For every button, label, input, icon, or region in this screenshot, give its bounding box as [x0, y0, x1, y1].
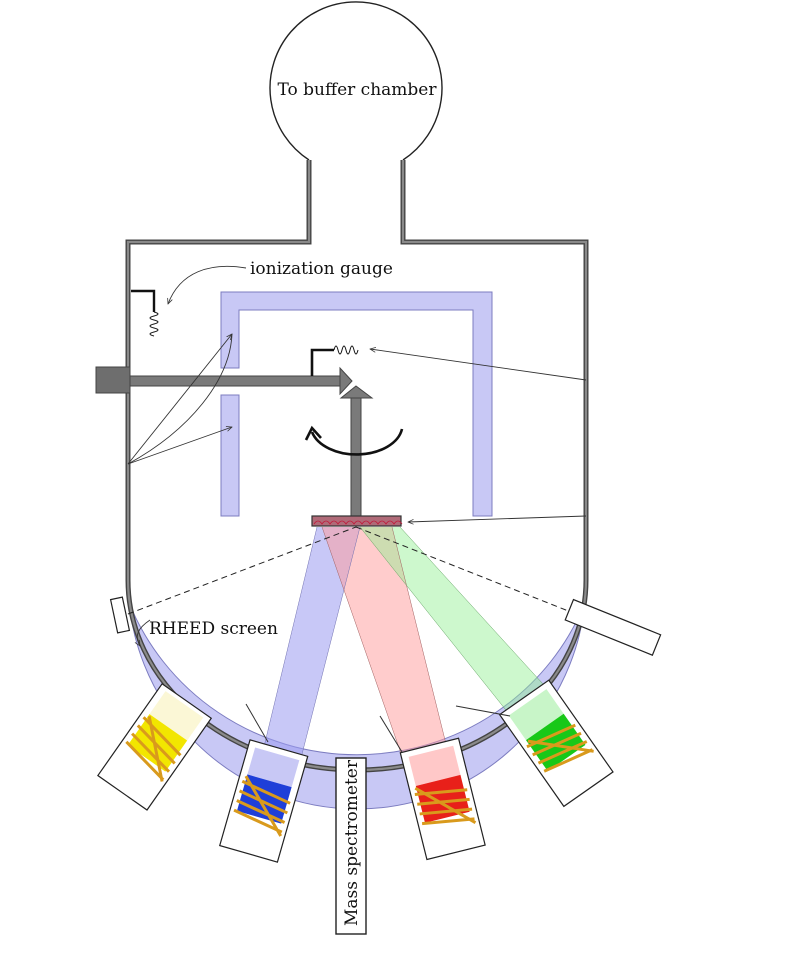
mass-spectrometer-box — [335, 757, 367, 935]
cryo-pointer-upper — [127, 334, 232, 465]
rotation-arrowhead-icon — [304, 425, 322, 441]
effusion-cell-yellow — [97, 682, 213, 811]
effusion-cell-blue — [218, 739, 309, 863]
substrate-sample-texture — [313, 520, 403, 525]
shutter-blue — [245, 703, 269, 743]
molecular-beams — [261, 526, 564, 763]
label-ionization-gauge: ionization gauge — [250, 259, 393, 279]
label-mass-spectrometer: Mass spectrometer — [342, 759, 362, 926]
bevel-gear-horizontal — [339, 366, 353, 396]
label-buffer-chamber: To buffer chamber — [278, 80, 438, 100]
rheed-screen — [109, 596, 131, 634]
beam-blue — [262, 527, 360, 762]
rheed-gun — [564, 598, 662, 656]
rheed-screen-pointer — [137, 619, 151, 646]
rheed-incident-beam — [127, 526, 357, 615]
manipulator-rod — [129, 375, 343, 387]
effusion-cell-red — [399, 737, 486, 861]
ionization-gauge-lead — [131, 289, 156, 312]
shutter-green — [455, 705, 511, 717]
manipulator-flange — [95, 366, 131, 394]
shutter-red — [379, 715, 403, 753]
ionization-gauge-filament — [149, 311, 159, 337]
buffer-chamber-sphere — [269, 1, 443, 161]
cryo-panel-lower-left — [220, 394, 240, 517]
substrate-pointer — [408, 515, 587, 522]
substrate-shaft — [350, 397, 362, 517]
beam-red — [322, 527, 448, 762]
cryo-pointer-upper-curve — [127, 333, 233, 465]
heater-pointer — [370, 349, 587, 381]
rotation-arrow-icon — [310, 428, 404, 456]
label-rheed-screen: RHEED screen — [149, 619, 278, 639]
heater-lead — [310, 348, 334, 376]
effusion-cell-green — [498, 679, 614, 808]
cryo-pointer-lower — [127, 427, 232, 465]
heater-filament-icon — [333, 345, 359, 355]
ionization-gauge-pointer — [168, 265, 247, 304]
beam-green — [360, 527, 563, 724]
